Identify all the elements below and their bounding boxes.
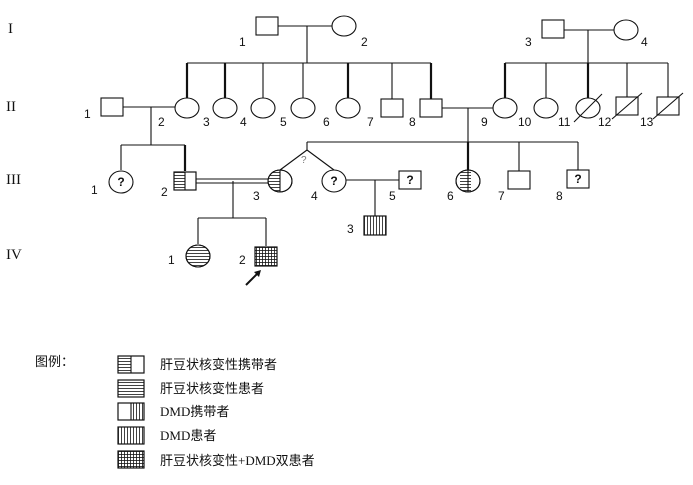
individual-number: 2 bbox=[239, 253, 246, 267]
individual-number: 8 bbox=[409, 115, 416, 129]
generation-iii: ? ? ? ? 1 2 3 4 5 6 7 8 bbox=[91, 169, 590, 203]
generation-i: 1 2 3 4 bbox=[239, 15, 648, 49]
individual-number: 3 bbox=[253, 189, 260, 203]
legend-label: DMD携带者 bbox=[160, 404, 229, 419]
unknown-status-mark: ? bbox=[574, 172, 581, 186]
individual-number: 5 bbox=[389, 189, 396, 203]
legend-title: 图例： bbox=[35, 354, 74, 369]
individual-number: 11 bbox=[558, 115, 571, 129]
individual-ii-7 bbox=[380, 98, 404, 118]
generation-label-ii: II bbox=[6, 99, 16, 115]
individual-ii-3 bbox=[212, 97, 238, 119]
individual-number: 10 bbox=[518, 115, 532, 129]
individual-number: 4 bbox=[311, 189, 318, 203]
individual-number: 3 bbox=[525, 35, 532, 49]
unknown-status-mark: ? bbox=[117, 175, 124, 189]
individual-ii-1 bbox=[100, 97, 124, 117]
generation-ii: 1 2 3 4 5 6 7 8 9 10 11 12 13 bbox=[84, 92, 684, 129]
individual-ii-5 bbox=[290, 97, 316, 119]
twin-zygosity-question: ? bbox=[301, 155, 307, 166]
legend-label: 肝豆状核变性携带者 bbox=[160, 357, 277, 372]
individual-number: 3 bbox=[347, 222, 354, 236]
individual-number: 9 bbox=[481, 115, 488, 129]
individual-iii-4 bbox=[321, 169, 347, 193]
individual-iii-5 bbox=[398, 170, 422, 190]
individual-number: 1 bbox=[91, 183, 98, 197]
individual-number: 1 bbox=[239, 35, 246, 49]
individual-number: 7 bbox=[498, 189, 505, 203]
legend-label: 肝豆状核变性患者 bbox=[160, 381, 264, 396]
individual-number: 7 bbox=[367, 115, 374, 129]
individual-number: 2 bbox=[161, 185, 168, 199]
individual-number: 2 bbox=[361, 35, 368, 49]
individual-number: 1 bbox=[84, 107, 91, 121]
individual-number: 6 bbox=[447, 189, 454, 203]
individual-i-2 bbox=[331, 15, 357, 37]
individual-ii-9 bbox=[492, 97, 518, 119]
individual-number: 1 bbox=[168, 253, 175, 267]
individual-number: 5 bbox=[280, 115, 287, 129]
individual-ii-10 bbox=[533, 97, 559, 119]
individual-ii-8 bbox=[419, 98, 443, 118]
carrier-half-fill bbox=[268, 170, 280, 192]
individual-iii-7 bbox=[507, 170, 531, 190]
carrier-half-fill bbox=[174, 172, 185, 190]
unknown-status-mark: ? bbox=[330, 174, 337, 188]
individual-number: 13 bbox=[640, 115, 654, 129]
individual-number: 2 bbox=[158, 115, 165, 129]
unknown-status-mark: ? bbox=[406, 173, 413, 187]
individual-number: 3 bbox=[203, 115, 210, 129]
legend-label: 肝豆状核变性+DMD双患者 bbox=[160, 453, 315, 468]
individual-number: 4 bbox=[240, 115, 247, 129]
individual-i-3 bbox=[541, 19, 565, 39]
generation-label-iii: III bbox=[6, 172, 21, 188]
generation-label-iv: IV bbox=[6, 247, 22, 263]
generation-label-i: I bbox=[8, 21, 13, 37]
descent-lines-i-ii bbox=[185, 26, 669, 99]
legend: 图例： 肝豆状核变性携带者 肝豆状核变性患者 DMD携带者 DMD患者 肝豆状核… bbox=[35, 354, 315, 469]
individual-i-4 bbox=[613, 19, 639, 41]
legend-swatch-hl-patient bbox=[117, 379, 145, 398]
proband-arrowhead bbox=[254, 270, 261, 277]
individual-iv-2 bbox=[254, 246, 278, 267]
individual-number: 6 bbox=[323, 115, 330, 129]
descent-lines-iii-iv bbox=[197, 181, 267, 246]
child-of-iii4-iii5: 3 bbox=[347, 180, 387, 236]
individual-number: 12 bbox=[598, 115, 612, 129]
legend-label: DMD患者 bbox=[160, 428, 216, 443]
deceased-slash bbox=[573, 93, 603, 123]
generation-iv: 1 2 bbox=[168, 244, 278, 286]
legend-swatch-dmd-patient bbox=[117, 426, 145, 445]
individual-iii-8 bbox=[566, 169, 590, 189]
individual-ii-4 bbox=[250, 97, 276, 119]
deceased-slash bbox=[611, 92, 643, 120]
legend-swatch-double-patient bbox=[117, 450, 145, 469]
descent-lines-ii-iii bbox=[120, 107, 579, 171]
individual-ii-6 bbox=[335, 97, 361, 119]
deceased-slash bbox=[652, 92, 684, 120]
individual-ii-2 bbox=[174, 97, 200, 119]
individual-iii-3-child bbox=[363, 215, 387, 236]
individual-iii-1 bbox=[108, 170, 134, 194]
individual-number: 4 bbox=[641, 35, 648, 49]
individual-number: 8 bbox=[556, 189, 563, 203]
individual-i-1 bbox=[255, 16, 279, 36]
